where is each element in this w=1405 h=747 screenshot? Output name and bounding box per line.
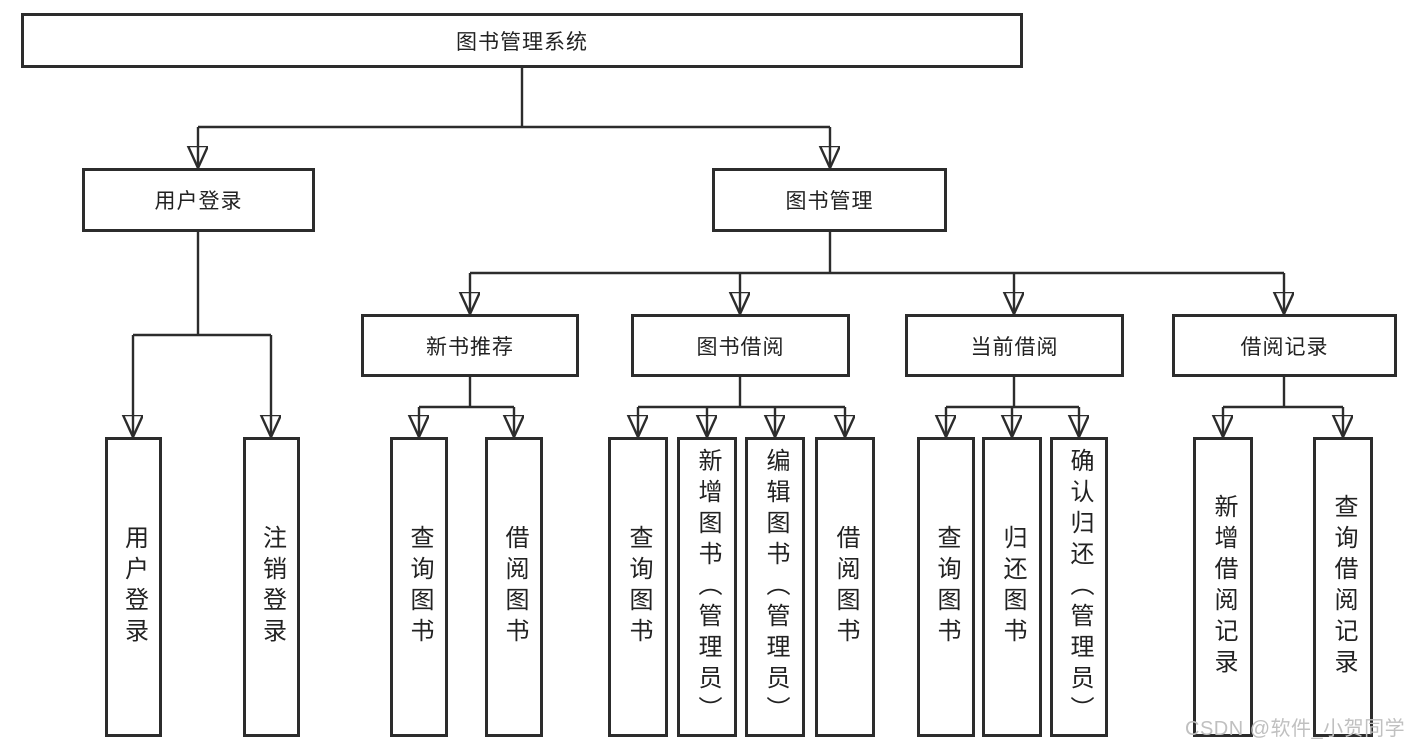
csdn-watermark: CSDN @软件_小贺同学	[1185, 718, 1405, 740]
node-current-borrowing: 当前借阅	[905, 314, 1124, 377]
leaf-logout: 注销登录	[243, 437, 300, 737]
leaf-borrow-books: 借阅图书	[815, 437, 875, 737]
connector-current-borrowing-to-leaves	[946, 377, 1079, 437]
connector-user-login-to-leaves	[133, 232, 271, 437]
leaf-query-borrow-record: 查询借阅记录	[1313, 437, 1373, 737]
leaf-borrow-books-recommend: 借阅图书	[485, 437, 543, 737]
node-book-management: 图书管理	[712, 168, 947, 232]
leaf-label: 确认归还（管理员）	[1066, 447, 1093, 727]
connector-book-management-to-level3	[470, 232, 1284, 314]
leaf-label: 借阅图书	[832, 525, 859, 649]
leaf-return-books: 归还图书	[982, 437, 1042, 737]
leaf-label: 新增借阅记录	[1210, 494, 1237, 680]
leaf-label: 注销登录	[258, 525, 286, 649]
leaf-label: 新增图书（管理员）	[694, 447, 721, 727]
leaf-query-books-recommend: 查询图书	[390, 437, 448, 737]
node-book-borrowing: 图书借阅	[631, 314, 850, 377]
leaf-label: 编辑图书（管理员）	[762, 447, 789, 727]
node-label: 新书推荐	[426, 335, 514, 359]
node-label: 用户登录	[154, 190, 243, 213]
leaf-add-borrow-record: 新增借阅记录	[1193, 437, 1253, 737]
node-label: 借阅记录	[1240, 335, 1329, 359]
leaf-label: 查询图书	[406, 525, 433, 649]
node-new-book-recommend: 新书推荐	[361, 314, 579, 377]
node-label: 当前借阅	[970, 335, 1059, 359]
leaf-label: 查询图书	[933, 525, 960, 649]
connector-root-to-level2	[198, 68, 830, 168]
leaf-label: 用户登录	[120, 525, 148, 649]
connector-borrowing-records-to-leaves	[1223, 377, 1343, 437]
leaf-add-books-admin: 新增图书（管理员）	[677, 437, 737, 737]
leaf-edit-books-admin: 编辑图书（管理员）	[745, 437, 805, 737]
node-label: 图书管理系统	[456, 30, 588, 54]
leaf-user-login: 用户登录	[105, 437, 162, 737]
leaf-label: 查询借阅记录	[1330, 494, 1357, 680]
node-user-login: 用户登录	[82, 168, 315, 232]
node-label: 图书管理	[785, 190, 874, 213]
node-borrowing-records: 借阅记录	[1172, 314, 1397, 377]
leaf-label: 查询图书	[625, 525, 652, 649]
leaf-query-books-current: 查询图书	[917, 437, 975, 737]
connector-book-borrowing-to-leaves	[638, 377, 845, 437]
node-label: 图书借阅	[696, 335, 785, 359]
leaf-query-books-borrowing: 查询图书	[608, 437, 668, 737]
connector-new-book-recommend-to-leaves	[419, 377, 514, 437]
leaf-label: 归还图书	[999, 525, 1026, 649]
leaf-confirm-return-admin: 确认归还（管理员）	[1050, 437, 1108, 737]
leaf-label: 借阅图书	[501, 525, 528, 649]
node-root-library-management-system: 图书管理系统	[21, 13, 1023, 68]
